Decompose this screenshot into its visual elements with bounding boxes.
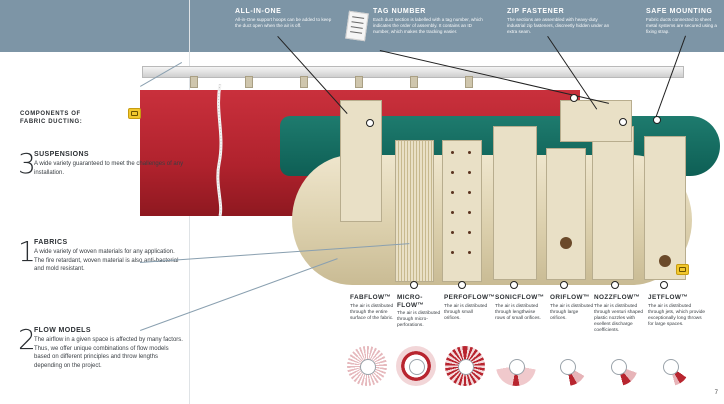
hotspot-marker[interactable] xyxy=(366,119,374,127)
product-sonicflow: SONICFLOW™ The air is distributed throug… xyxy=(495,294,545,322)
airflow-pattern-icon xyxy=(396,346,436,386)
safe-mounting-text: Fabric ducts connected to sheet metal sy… xyxy=(646,17,717,34)
info-badge-icon[interactable] xyxy=(128,108,141,119)
tag-number-text: Each duct section is labelled with a tag… xyxy=(373,17,483,34)
component-number: 3 xyxy=(18,147,36,180)
zip-fastener-title: ZIP FASTENER xyxy=(507,8,565,15)
hotspot-marker[interactable] xyxy=(560,281,568,289)
hotspot-marker[interactable] xyxy=(660,281,668,289)
all-in-one-text: All-in-One support hoops can be added to… xyxy=(235,17,332,28)
rail-hook xyxy=(190,76,198,88)
rail-hook xyxy=(245,76,253,88)
hotspot-marker[interactable] xyxy=(653,116,661,124)
airflow-pattern-icon xyxy=(547,346,587,386)
product-title: MICRO- FLOW™ xyxy=(397,294,425,309)
zip-fastener-icon xyxy=(216,84,223,216)
component-title: FLOW MODELS xyxy=(34,327,91,334)
hotspot-marker[interactable] xyxy=(611,281,619,289)
product-title: ORIFLOW™ xyxy=(550,294,590,301)
product-title: PERFOFLOW™ xyxy=(444,294,496,301)
product-title: JETFLOW™ xyxy=(648,294,689,301)
zip-fastener-callout: ZIP FASTENER The sections are assembled … xyxy=(507,8,612,35)
hotspot-marker[interactable] xyxy=(619,118,627,126)
product-nozzflow: NOZZFLOW™ The air is distributed through… xyxy=(594,294,646,334)
rail-hook xyxy=(300,76,308,88)
hotspot-marker[interactable] xyxy=(458,281,466,289)
airflow-pattern-icon xyxy=(598,346,638,386)
product-jetflow: JETFLOW™ The air is distributed through … xyxy=(648,294,706,328)
sonicflow-panel xyxy=(493,126,537,280)
components-heading-line1: COMPONENTS OF xyxy=(20,111,81,117)
component-text: A wide variety of woven materials for an… xyxy=(34,249,179,272)
tag-number-callout: TAG NUMBER Each duct section is labelled… xyxy=(373,8,483,35)
airflow-pattern-icon xyxy=(445,346,485,386)
product-title: SONICFLOW™ xyxy=(495,294,545,301)
hotspot-marker[interactable] xyxy=(410,281,418,289)
component-text: The airflow in a given space is affected… xyxy=(34,337,183,369)
hotspot-marker[interactable] xyxy=(510,281,518,289)
component-title: SUSPENSIONS xyxy=(34,151,89,158)
safe-mounting-title: SAFE MOUNTING xyxy=(646,8,713,15)
component-number: 1 xyxy=(18,235,36,268)
nozzflow-panel xyxy=(592,126,634,280)
airflow-pattern-icon xyxy=(650,346,690,386)
microflow-panel xyxy=(395,140,434,282)
rail-hook xyxy=(465,76,473,88)
perfoflow-panel xyxy=(442,140,482,282)
product-perfoflow: PERFOFLOW™ The air is distributed throug… xyxy=(444,294,496,322)
all-in-one-title: ALL-IN-ONE xyxy=(235,8,282,15)
rail-hook xyxy=(410,76,418,88)
all-in-one-panel xyxy=(340,100,382,222)
info-badge-icon[interactable] xyxy=(676,264,689,275)
product-text: The air is distributed through large ori… xyxy=(550,303,594,321)
product-microflow: MICRO- FLOW™ The air is distributed thro… xyxy=(397,294,441,329)
product-fabflow: FABFLOW™ The air is distributed through … xyxy=(350,294,394,322)
tag-card-icon xyxy=(345,10,369,42)
zip-fastener-text: The sections are assembled with heavy-du… xyxy=(507,17,610,34)
safe-mounting-callout: SAFE MOUNTING Fabric ducts connected to … xyxy=(646,8,720,35)
hotspot-marker[interactable] xyxy=(570,94,578,102)
component-text: A wide variety guaranteed to meet the ch… xyxy=(34,161,184,176)
product-text: The air is distributed through jets, whi… xyxy=(648,303,706,327)
oriflow-panel xyxy=(546,148,586,280)
product-text: The air is distributed through venturi s… xyxy=(594,303,644,333)
airflow-pattern-icon xyxy=(347,346,387,386)
product-oriflow: ORIFLOW™ The air is distributed through … xyxy=(550,294,594,322)
component-number: 2 xyxy=(18,323,36,356)
jetflow-panel xyxy=(644,136,686,280)
product-title: NOZZFLOW™ xyxy=(594,294,641,301)
page-number: 7 xyxy=(714,390,718,396)
component-title: FABRICS xyxy=(34,239,68,246)
product-text: The air is distributed through lengthwis… xyxy=(495,303,541,321)
product-text: The air is distributed through small ori… xyxy=(444,303,488,321)
components-heading-line2: FABRIC DUCTING: xyxy=(20,119,83,125)
product-title: FABFLOW™ xyxy=(350,294,392,301)
airflow-pattern-icon xyxy=(496,346,536,386)
product-text: The air is distributed through the entir… xyxy=(350,303,394,321)
components-heading: COMPONENTS OF FABRIC DUCTING: xyxy=(20,110,82,126)
all-in-one-callout: ALL-IN-ONE All-in-One support hoops can … xyxy=(235,8,335,29)
tag-number-title: TAG NUMBER xyxy=(373,8,426,15)
rail-hook xyxy=(355,76,363,88)
product-text: The air is distributed through micro-per… xyxy=(397,311,441,328)
